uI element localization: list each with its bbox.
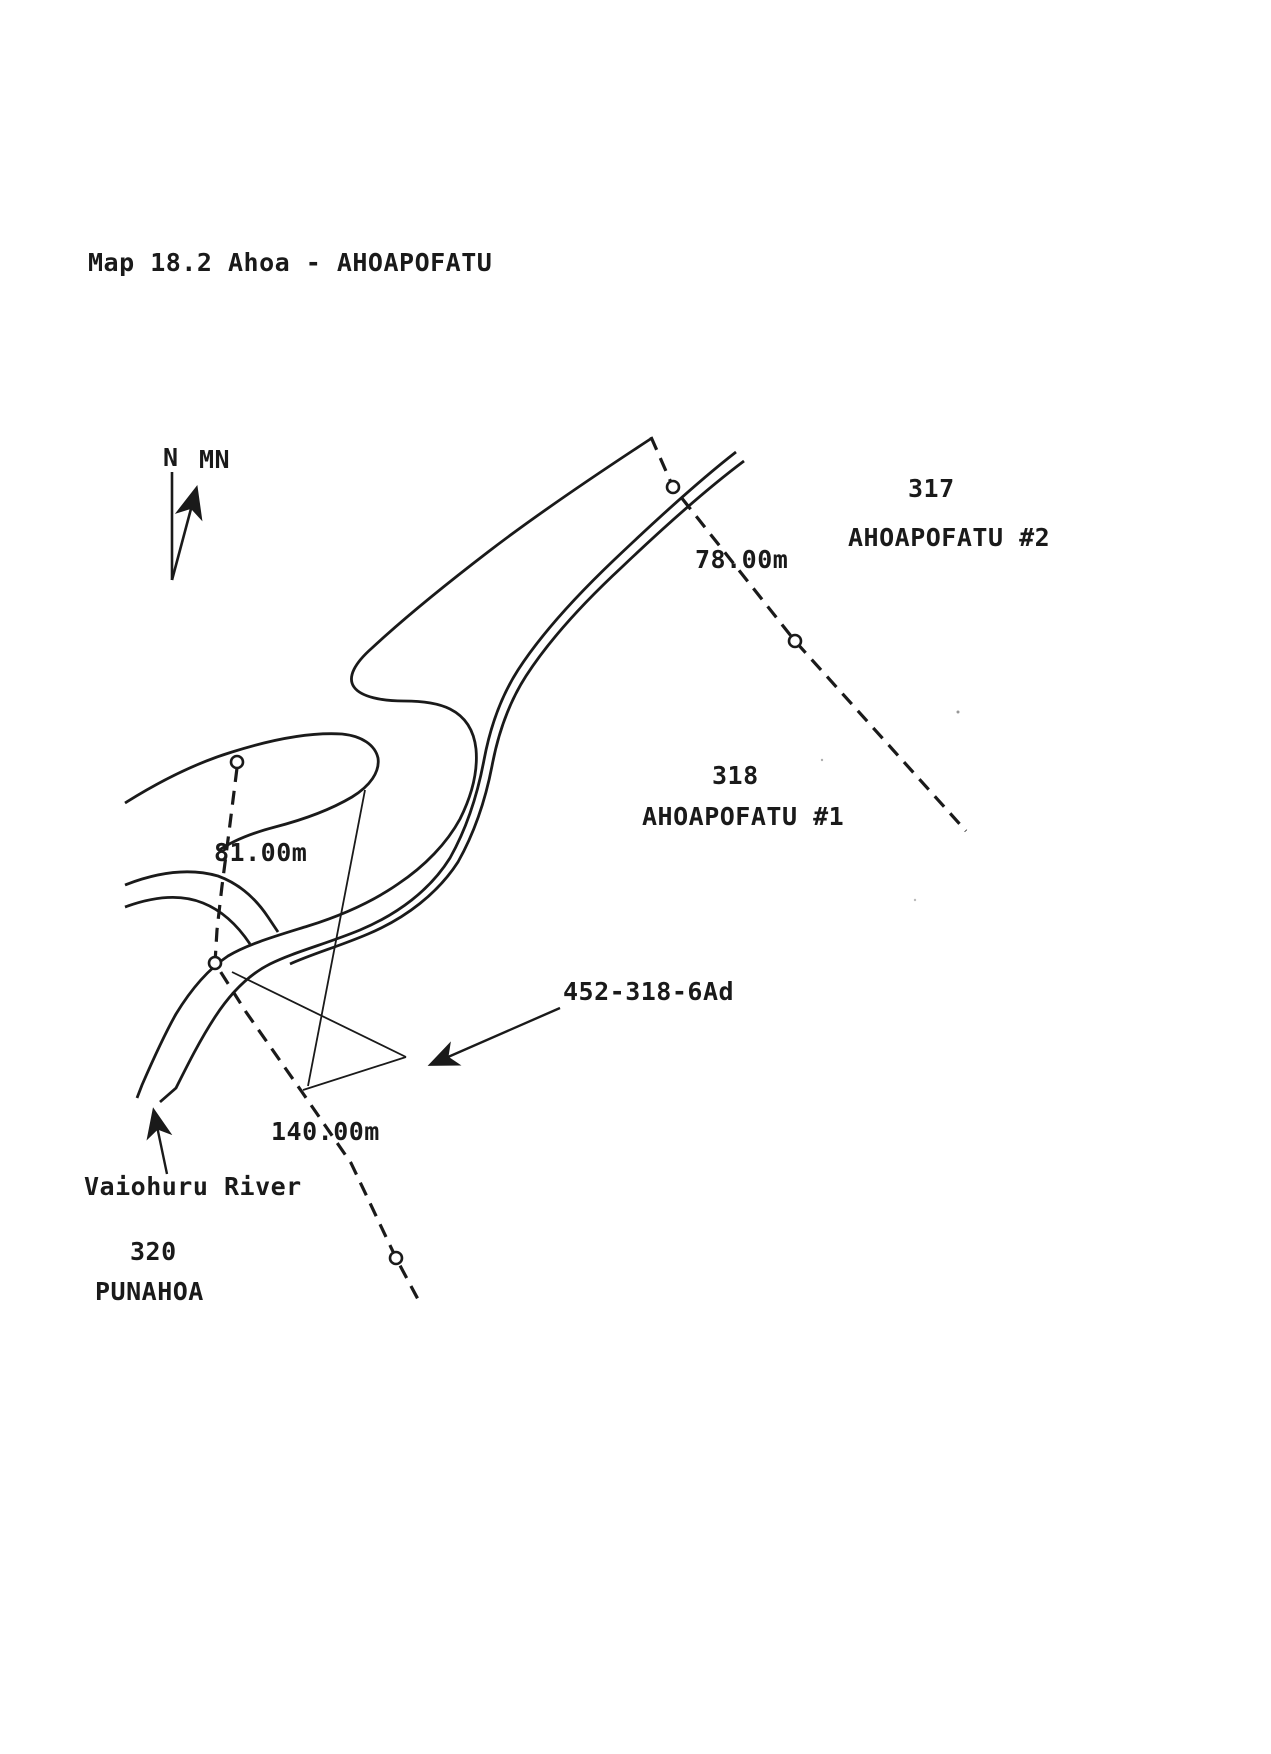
survey-marker bbox=[207, 955, 223, 971]
peninsula-outline bbox=[124, 732, 380, 853]
magnetic-north-arrow bbox=[170, 484, 203, 581]
west-channel-lower-bank bbox=[124, 895, 252, 945]
river-label-pointer-arrow bbox=[146, 1107, 173, 1175]
lot-320-name: PUNAHOA bbox=[95, 1277, 204, 1306]
sliver-parcel-east-edge-line bbox=[302, 1056, 407, 1091]
lot-317-number: 317 bbox=[908, 474, 955, 503]
lot-318-name: AHOAPOFATU #1 bbox=[642, 802, 844, 831]
west-channel-upper-bank bbox=[124, 870, 280, 933]
lot-318-number: 318 bbox=[712, 761, 759, 790]
sliver-parcel-north-edge-line bbox=[231, 971, 407, 1058]
boundary-dashed-northeast bbox=[649, 436, 968, 833]
magnetic-north-label: MN bbox=[199, 445, 230, 474]
river-bank-west-with-meander-hook bbox=[135, 436, 653, 1099]
measurement-140m-label: 140.00m bbox=[271, 1117, 380, 1146]
survey-marker bbox=[229, 754, 245, 770]
river-name-label: Vaiohuru River bbox=[84, 1172, 302, 1201]
survey-marker bbox=[388, 1250, 404, 1266]
sliver-parcel-pointer-arrow bbox=[427, 1006, 561, 1066]
measurement-78m-label: 78.00m bbox=[695, 545, 788, 574]
lot-317-name: AHOAPOFATU #2 bbox=[848, 523, 1050, 552]
sliver-parcel-west-edge-line bbox=[307, 789, 366, 1087]
scan-speck bbox=[913, 898, 917, 902]
sliver-parcel-label: 452-318-6Ad bbox=[563, 977, 734, 1006]
scan-speck bbox=[820, 758, 824, 762]
survey-marker bbox=[787, 633, 803, 649]
boundary-dashed-west bbox=[213, 767, 422, 1304]
map-title: Map 18.2 Ahoa - AHOAPOFATU bbox=[88, 248, 492, 277]
north-label: N bbox=[163, 443, 179, 472]
measurement-81m-label: 81.00m bbox=[214, 838, 307, 867]
scan-speck bbox=[956, 710, 960, 714]
survey-marker bbox=[665, 479, 681, 495]
river-bank-east-outer bbox=[289, 459, 745, 966]
lot-320-number: 320 bbox=[130, 1237, 177, 1266]
